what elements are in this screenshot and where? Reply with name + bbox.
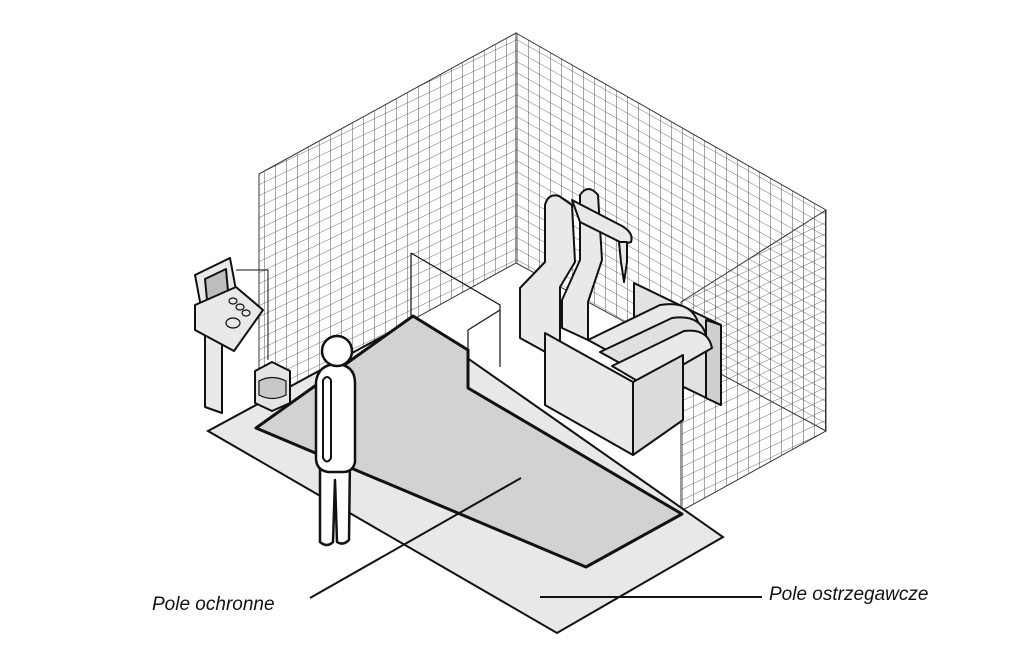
table-side xyxy=(632,354,684,456)
light-curtain xyxy=(410,252,501,388)
robot-base xyxy=(519,194,576,361)
laser-scanner xyxy=(254,361,291,412)
panel-button-1 xyxy=(228,297,238,305)
protective-field-label: Pole ochronne xyxy=(152,594,275,615)
panel-button-3 xyxy=(241,309,251,317)
workpiece-station xyxy=(544,282,722,456)
person-head xyxy=(320,334,354,368)
person-torso xyxy=(314,362,357,474)
control-panel xyxy=(194,257,269,414)
panel-button-large xyxy=(225,317,241,329)
person-arm xyxy=(322,376,332,463)
protective-field-leader-line xyxy=(309,477,522,599)
scanner-window xyxy=(258,376,287,400)
person-figure xyxy=(314,334,357,547)
rear-clamp-side xyxy=(705,319,722,406)
industrial-robot xyxy=(519,188,633,361)
person-legs xyxy=(318,453,352,547)
warning-field-label: Pole ostrzegawcze xyxy=(769,584,929,605)
workpiece-cylinder-3 xyxy=(611,329,713,387)
fence-right-wall xyxy=(680,209,827,512)
panel-button-2 xyxy=(235,303,245,311)
robot-tool xyxy=(618,241,628,283)
fence-mesh xyxy=(258,32,827,512)
panel-cable xyxy=(236,269,269,360)
